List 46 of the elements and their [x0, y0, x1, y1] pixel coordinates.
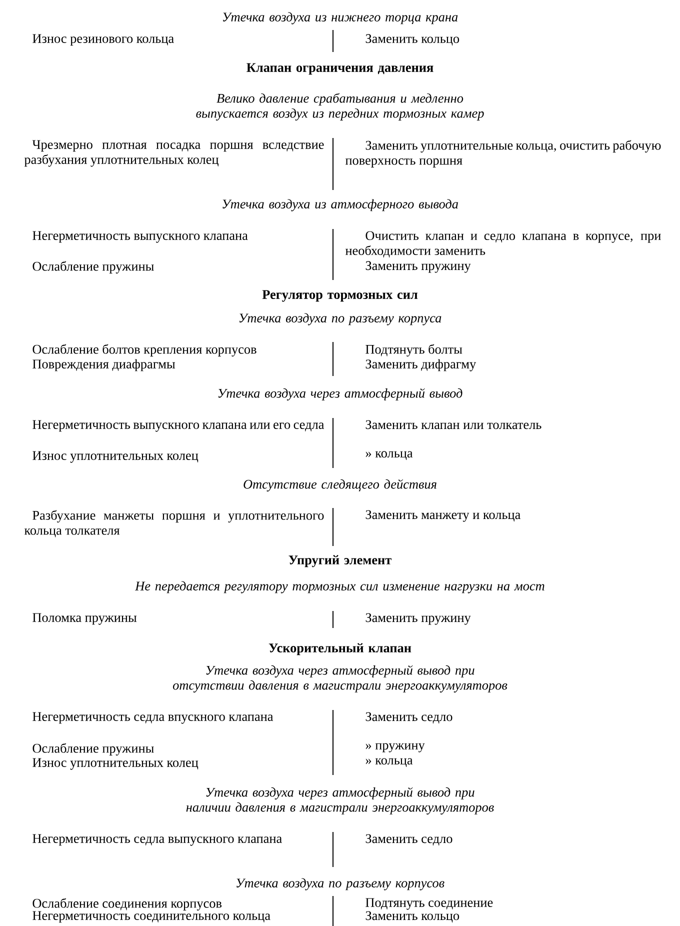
- fault-heading: Утечка воздуха через атмосферный вывод: [218, 388, 462, 400]
- fault-heading: Утечка воздуха из атмосферного вывода: [222, 199, 458, 212]
- fault-cause: Износ резинового кольца: [32, 34, 174, 46]
- remedy: Заменить клапан или толкатель: [366, 420, 542, 430]
- fault-cause: Износ уплотнительных колец: [32, 451, 198, 463]
- fault-cause: Поломка пружины: [32, 613, 137, 625]
- fault-heading: Велико давление срабатывания и медленно выпускается воздух из передних тормозных камер: [196, 93, 484, 120]
- fault-heading: Утечка воздуха по разъему корпуса: [239, 313, 442, 326]
- fault-cause: Разбухание манжеты поршня и уплотнительного кольца толкателя: [24, 510, 324, 538]
- remedy: Заменить уплотнительные кольца, очистить рабочую поверхность поршня: [345, 140, 661, 168]
- remedy: » кольца: [366, 758, 413, 767]
- fault-cause: Ослабление болтов крепления корпусов: [32, 344, 256, 356]
- section-heading: Упругий элемент: [288, 555, 392, 568]
- fault-heading: Утечка воздуха по разъему корпусов: [236, 878, 444, 890]
- remedy: » пружину: [366, 743, 425, 752]
- fault-cause: Негерметичность седла выпускного клапана: [32, 834, 282, 846]
- section-heading: Клапан ограничения давления: [246, 63, 434, 75]
- remedy: Заменить седло: [366, 712, 452, 724]
- fault-heading: Не передается регулятору тормозных сил изменение нагрузки на мост: [135, 581, 544, 594]
- fault-cause: Ослабление пружины: [32, 743, 154, 756]
- fault-heading: Отсутствие следящего действия: [244, 479, 436, 492]
- section-heading: Регулятор тормозных сил: [262, 290, 418, 302]
- remedy: Заменить кольцо: [366, 34, 460, 46]
- remedy: Заменить пружину: [366, 613, 471, 625]
- remedy: Подтянуть болты: [366, 344, 462, 356]
- remedy: Заменить пружину: [366, 261, 471, 273]
- remedy: Заменить кольцо: [366, 911, 460, 922]
- fault-cause: Негерметичность выпускного клапана или его седла: [32, 420, 324, 432]
- remedy: Заменить манжету и кольца: [366, 510, 520, 522]
- fault-cause: Износ уплотнительных колец: [32, 758, 198, 770]
- remedy: Очистить клапан и седло клапана в корпусе, при необходимости заменить: [345, 231, 661, 258]
- fault-cause: Повреждения диафрагмы: [32, 359, 176, 372]
- fault-cause: Негерметичность соединительного кольца: [32, 911, 270, 923]
- remedy: Подтянуть соединение: [366, 898, 493, 910]
- remedy: Заменить дифрагму: [366, 359, 476, 372]
- remedy: Заменить седло: [366, 834, 452, 846]
- fault-heading: Утечка воздуха через атмосферный вывод при наличии давления в магистрали энергоаккумуляторов: [186, 787, 494, 814]
- fault-cause: Ослабление пружины: [32, 261, 154, 274]
- fault-heading: Утечка воздуха через атмосферный вывод при отсутствии давления в магистрали энергоаккумуляторов: [172, 665, 508, 692]
- section-heading: Ускорительный клапан: [268, 643, 412, 656]
- fault-cause: Негерметичность выпускного клапана: [32, 231, 248, 243]
- fault-cause: Негерметичность седла впускного клапана: [32, 712, 274, 724]
- remedy: » кольца: [366, 451, 413, 460]
- fault-cause: Ослабление соединения корпусов: [32, 898, 222, 910]
- fault-cause: Чрезмерно плотная посадка поршня вследствие разбухания уплотнительных колец: [24, 140, 324, 167]
- fault-heading: Утечка воздуха из нижнего торца крана: [223, 12, 458, 24]
